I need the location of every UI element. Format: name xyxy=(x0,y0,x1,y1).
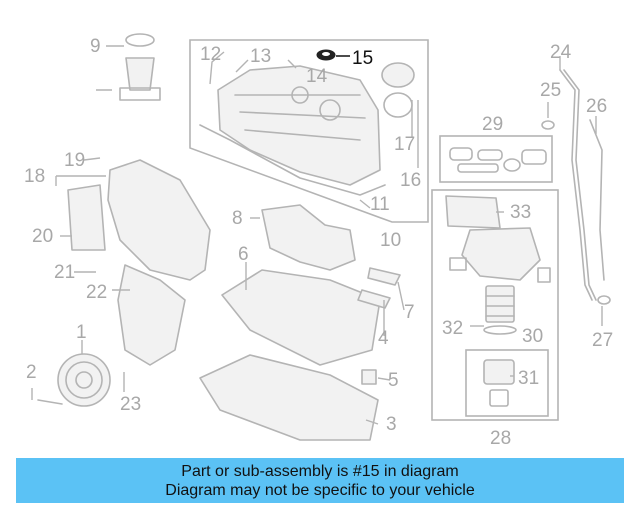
callout-13: 13 xyxy=(250,46,271,67)
callout-9: 9 xyxy=(90,36,101,57)
callout-28: 28 xyxy=(490,428,511,449)
oil-pan xyxy=(199,269,381,441)
banner-line-1: Part or sub-assembly is #15 in diagram xyxy=(181,463,459,480)
callout-6: 6 xyxy=(238,244,249,265)
callout-22: 22 xyxy=(86,282,107,303)
callout-25: 25 xyxy=(540,80,561,101)
callout-20: 20 xyxy=(32,226,53,247)
oil-filter-housing-box xyxy=(431,189,559,421)
baffle-4 xyxy=(357,289,391,309)
callout-32: 32 xyxy=(442,318,463,339)
oil-filter-box xyxy=(465,349,549,417)
oil-filter-cap xyxy=(483,359,515,407)
callout-27: 27 xyxy=(592,330,613,351)
part-15-seal xyxy=(316,49,350,61)
callout-30: 30 xyxy=(522,326,543,347)
callout-31: 31 xyxy=(518,368,539,389)
engine-bracket xyxy=(261,204,356,271)
callout-2: 2 xyxy=(26,362,37,383)
gasket-kit-box xyxy=(439,135,553,183)
callout-3: 3 xyxy=(386,414,397,435)
timing-cover xyxy=(67,159,211,281)
callout-4: 4 xyxy=(378,328,389,349)
callout-23: 23 xyxy=(120,394,141,415)
oil-filter xyxy=(483,285,517,335)
callout-11: 11 xyxy=(370,194,390,215)
callout-16: 16 xyxy=(400,170,421,191)
callout-19: 19 xyxy=(64,150,85,171)
callout-17: 17 xyxy=(394,134,415,155)
parts-diagram: 9 12 13 14 15 17 16 11 10 19 18 20 21 22… xyxy=(24,33,613,449)
banner-line-2: Diagram may not be specific to your vehi… xyxy=(165,482,475,499)
callout-18: 18 xyxy=(24,166,45,187)
dipstick-tube xyxy=(541,69,611,305)
valve-cover-group-box xyxy=(189,39,429,223)
baffle-7 xyxy=(367,267,401,286)
callout-26: 26 xyxy=(586,96,607,117)
crankshaft-pulley xyxy=(37,353,111,407)
valve-cover xyxy=(199,65,386,196)
info-banner: Part or sub-assembly is #15 in diagram D… xyxy=(16,458,624,503)
oil-level-sensor xyxy=(119,33,161,101)
oil-filler-cap xyxy=(381,62,415,118)
callout-8: 8 xyxy=(232,208,243,229)
callout-5: 5 xyxy=(388,370,399,391)
callout-14: 14 xyxy=(306,66,328,87)
callout-1: 1 xyxy=(76,322,87,343)
callout-21: 21 xyxy=(54,262,75,283)
drain-plug xyxy=(361,369,377,385)
callout-12: 12 xyxy=(200,44,221,65)
lower-timing-cover xyxy=(117,264,186,366)
oil-filter-housing xyxy=(445,195,551,283)
callout-15: 15 xyxy=(352,48,373,69)
leader-lines xyxy=(31,45,603,425)
callout-10: 10 xyxy=(380,230,401,251)
callout-24: 24 xyxy=(550,42,572,63)
callout-7: 7 xyxy=(404,302,415,323)
callout-33: 33 xyxy=(510,202,531,223)
gasket-set xyxy=(449,147,547,173)
callout-29: 29 xyxy=(482,114,503,135)
